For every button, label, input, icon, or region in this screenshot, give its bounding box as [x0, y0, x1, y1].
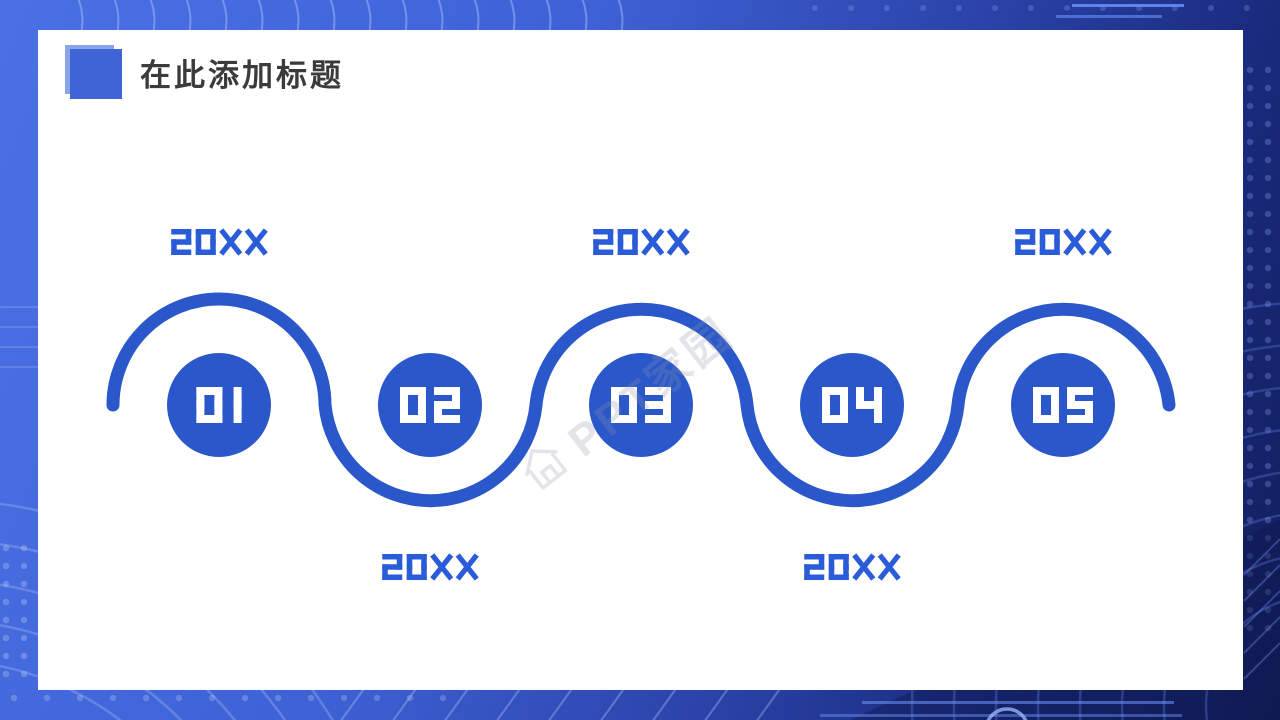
year-label-1 [171, 228, 268, 256]
step-number-01 [196, 387, 242, 423]
timeline-wave-line [106, 292, 1176, 508]
step-circle-05 [1011, 353, 1115, 457]
year-label-5 [1015, 228, 1112, 256]
step-circle-04 [800, 353, 904, 457]
step-number-02 [400, 387, 460, 423]
year-label-4 [804, 553, 901, 581]
step-circle-03 [589, 353, 693, 457]
page-title: 在此添加标题 [140, 58, 344, 93]
step-circle-02 [378, 353, 482, 457]
step-number-03 [611, 387, 671, 423]
title-accent-square-front [70, 49, 122, 99]
year-label-2 [382, 553, 479, 581]
step-number-05 [1033, 387, 1093, 423]
step-number-04 [822, 387, 882, 423]
year-label-3 [593, 228, 690, 256]
